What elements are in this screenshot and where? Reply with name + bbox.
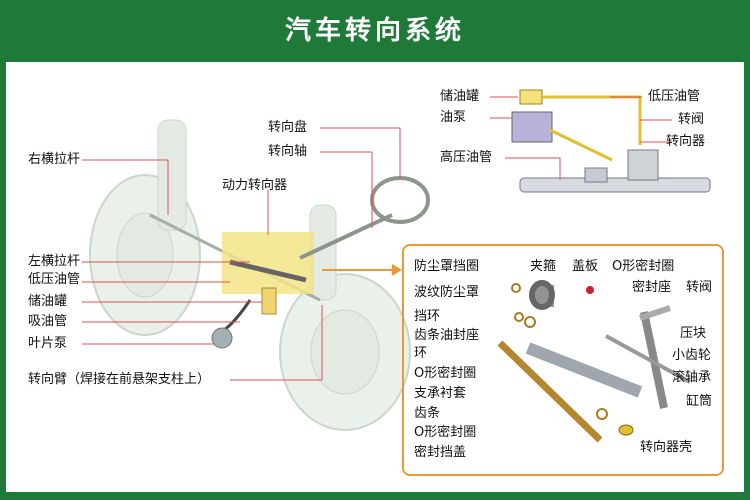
steering-shaft-art — [299, 213, 393, 260]
rack-body — [229, 259, 307, 283]
label-power-steering-gear: 动力转向器 — [222, 178, 288, 193]
label-support-bushing: 支承衬套 — [414, 386, 467, 401]
leader-lines — [82, 96, 672, 381]
label-steering-shaft: 转向轴 — [268, 144, 308, 159]
label-steering-arm: 转向臂（焊接在前悬架支柱上） — [28, 372, 211, 387]
cylinder-part — [640, 311, 668, 409]
label-rack-oil-seal-seat: 齿条油封座 — [414, 328, 480, 343]
label-roller-bearing: 滚轴承 — [672, 370, 712, 385]
reservoir-art — [261, 287, 277, 315]
label-pump: 油泵 — [440, 110, 467, 125]
label-gear-housing: 转向器壳 — [640, 440, 693, 455]
label-o-ring-top: O形密封圈 — [612, 259, 675, 274]
exploded-parts — [497, 280, 691, 443]
label-reservoir-top: 储油罐 — [440, 89, 480, 104]
label-cover-plate: 盖板 — [572, 259, 599, 274]
label-rack: 齿条 — [414, 406, 441, 421]
pump-art-top — [511, 111, 553, 143]
steering-wheel-art — [370, 176, 430, 224]
label-rotary-valve-top: 转阀 — [678, 112, 705, 127]
rotary-valve-part — [639, 305, 671, 321]
label-steering-wheel: 转向盘 — [268, 120, 308, 135]
detail-arrow — [392, 264, 402, 276]
steering-gear-body — [519, 177, 711, 193]
label-pinion: 小齿轮 — [672, 348, 712, 363]
chassis-illustration — [89, 119, 430, 431]
label-left-tie-rod: 左横拉杆 — [28, 254, 81, 269]
label-seal-seat: 密封座 — [632, 280, 672, 295]
label-suction-pipe: 吸油管 — [28, 314, 68, 329]
label-low-pressure-pipe: 低压油管 — [28, 272, 81, 287]
label-high-pressure-pipe: 高压油管 — [440, 150, 493, 165]
label-o-ring-mid: O形密封圈 — [414, 366, 477, 381]
label-bellows-dust-cover: 波纹防尘罩 — [414, 285, 480, 300]
label-seal-cap: 密封挡盖 — [414, 445, 467, 460]
label-rotary-valve: 转阀 — [686, 280, 713, 295]
label-reservoir: 储油罐 — [28, 294, 68, 309]
label-dust-cover-ring: 防尘罩挡圈 — [414, 259, 480, 274]
right-strut — [157, 119, 187, 231]
label-o-ring-bottom: O形密封圈 — [414, 425, 477, 440]
label-steering-gear-top: 转向器 — [666, 134, 706, 149]
label-vane-pump: 叶片泵 — [28, 336, 68, 351]
reservoir-art-top — [519, 89, 543, 105]
housing-part — [525, 342, 643, 398]
label-low-pressure-pipe-top: 低压油管 — [648, 89, 701, 104]
label-ring: 环 — [414, 346, 428, 361]
rack-part — [497, 340, 603, 443]
pump-art — [211, 327, 233, 349]
label-clamp: 夹箍 — [530, 259, 557, 274]
assembly-illustration — [511, 89, 711, 193]
label-cylinder: 缸筒 — [686, 394, 713, 409]
page-title: 汽车转向系统 — [284, 16, 465, 46]
label-right-tie-rod: 右横拉杆 — [28, 152, 81, 167]
detail-box — [402, 244, 724, 476]
label-retaining-ring: 挡环 — [414, 309, 441, 324]
label-pressure-block: 压块 — [680, 326, 707, 341]
